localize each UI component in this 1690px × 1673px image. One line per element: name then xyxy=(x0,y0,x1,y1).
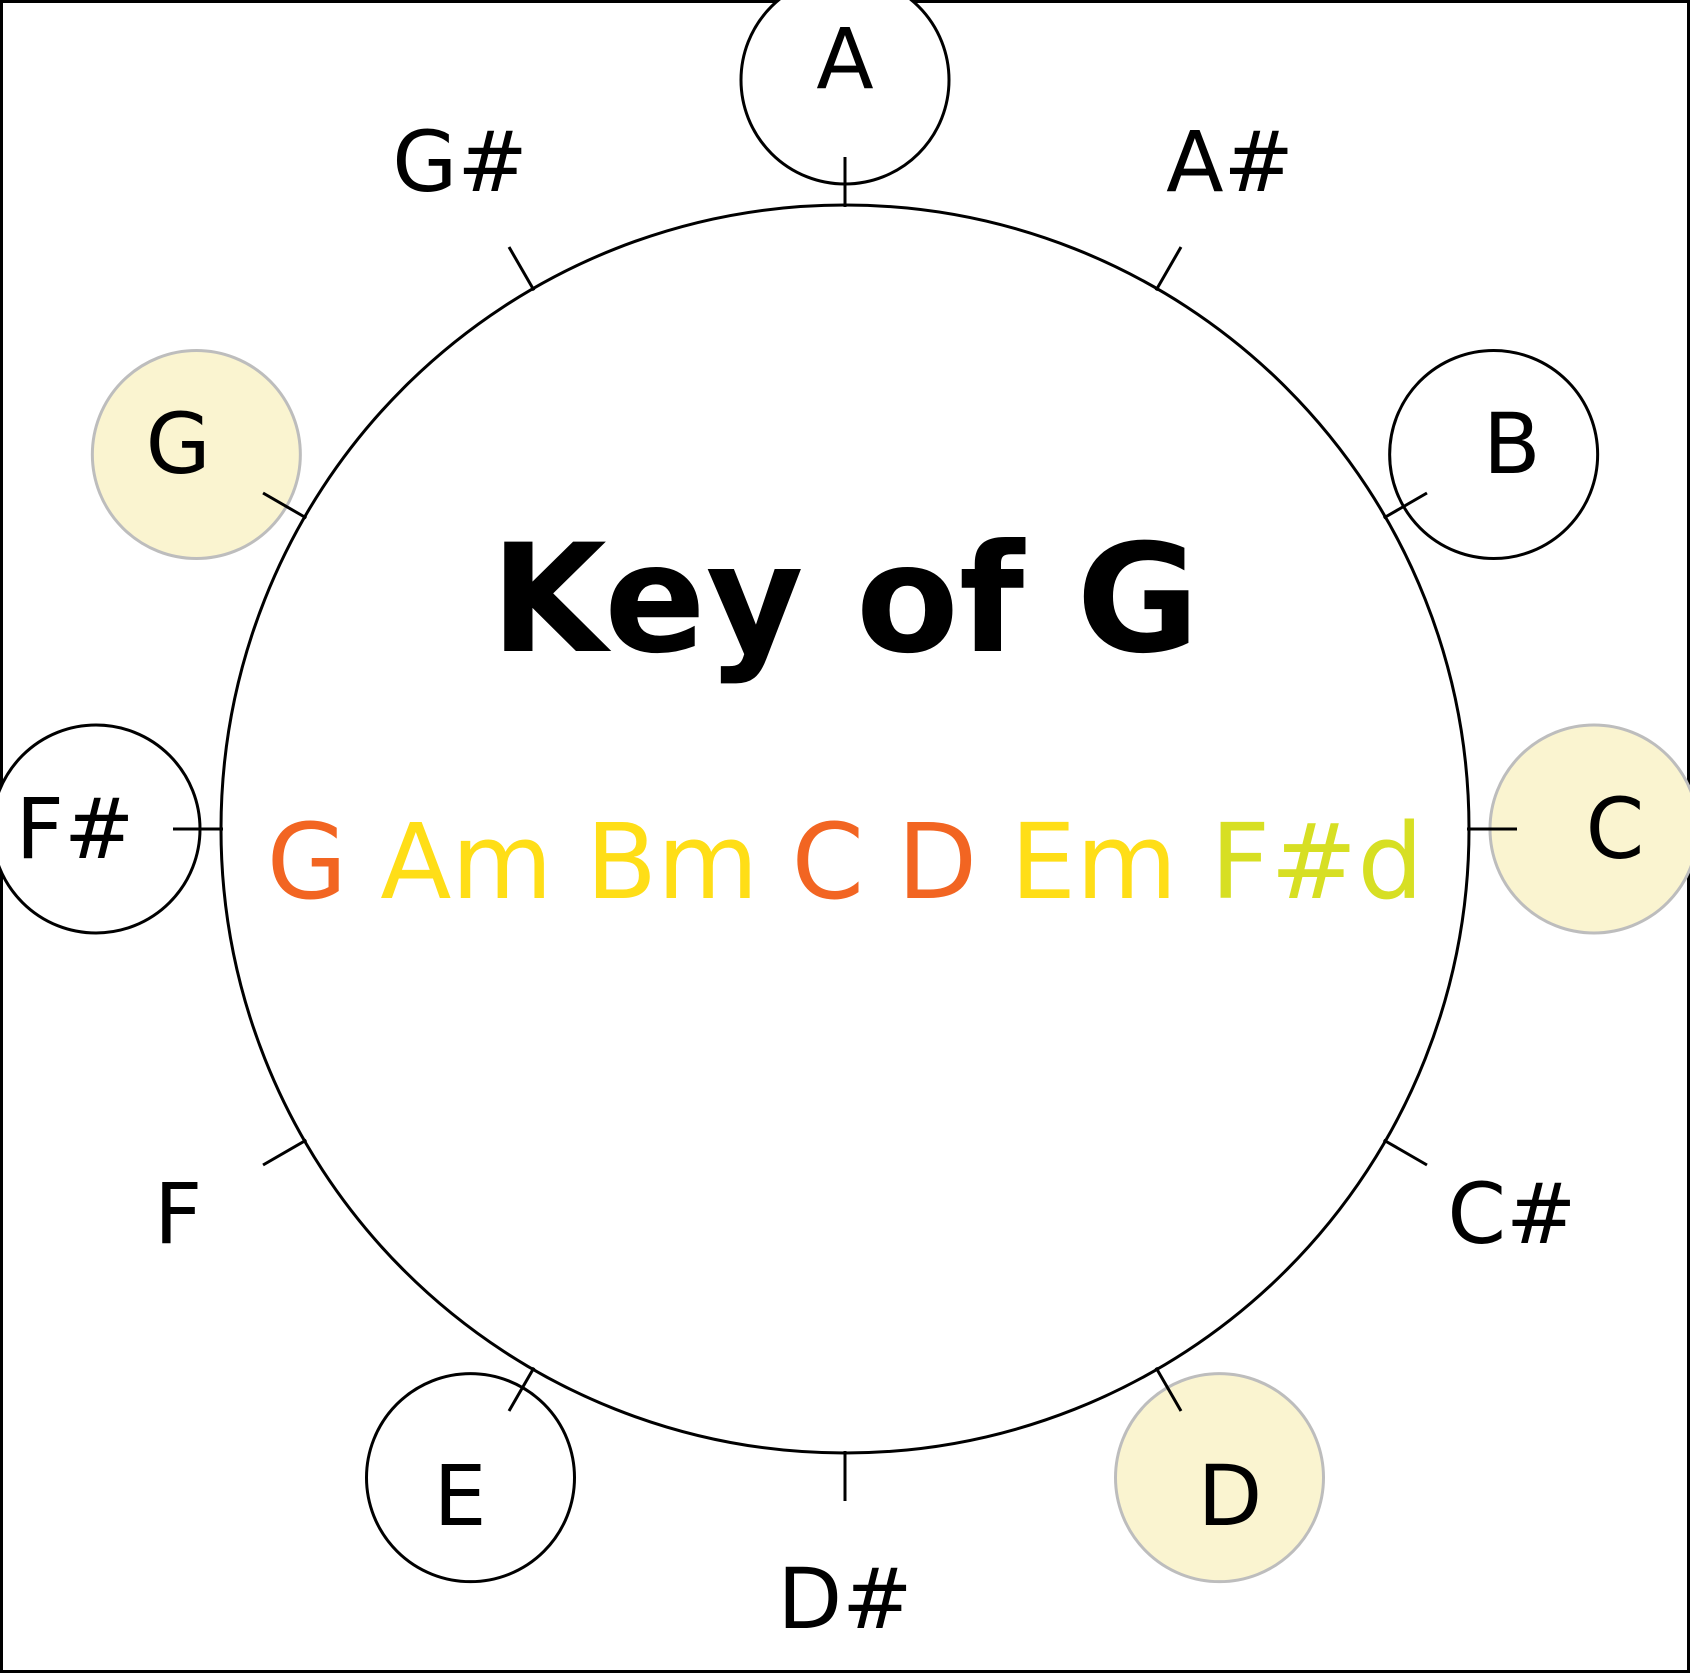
note-label-d-sharp: D# xyxy=(777,1550,912,1648)
note-label-c: C xyxy=(1586,780,1645,878)
chord-1: G xyxy=(267,801,348,923)
note-marker-b xyxy=(1388,349,1600,560)
tick-a-sharp xyxy=(1154,246,1183,292)
tick-g xyxy=(262,491,308,520)
tick-d xyxy=(1154,1366,1183,1412)
note-label-g-sharp: G# xyxy=(392,113,527,211)
note-label-c-sharp: C# xyxy=(1447,1165,1576,1263)
note-marker-d-highlighted xyxy=(1114,1372,1325,1584)
note-label-e: E xyxy=(433,1447,486,1545)
tick-g-sharp xyxy=(507,246,536,292)
chord-4: C xyxy=(758,801,864,923)
note-label-d: D xyxy=(1198,1447,1263,1545)
note-label-a-sharp: A# xyxy=(1166,113,1294,211)
note-marker-e xyxy=(365,1372,576,1584)
chord-2: Am xyxy=(347,801,553,923)
chord-7: F#d xyxy=(1177,801,1423,923)
note-markers xyxy=(0,0,1690,1584)
chord-6: Em xyxy=(977,801,1177,923)
chord-3: Bm xyxy=(553,801,759,923)
note-labels: A A# B C C# D D# E F F# G G# xyxy=(16,10,1645,1648)
tick-b xyxy=(1382,491,1428,520)
note-ticks xyxy=(173,157,1517,1501)
note-marker-g-highlighted xyxy=(90,349,302,560)
note-label-f-sharp: F# xyxy=(16,780,135,878)
note-label-g: G xyxy=(146,395,211,493)
diagram-title: Key of G xyxy=(491,513,1200,687)
tick-f xyxy=(262,1138,308,1167)
note-label-b: B xyxy=(1483,395,1541,493)
tick-c-sharp xyxy=(1382,1138,1428,1167)
note-label-a: A xyxy=(816,10,873,108)
chord-list: G Am Bm C D Em F#d xyxy=(267,801,1424,923)
tick-e xyxy=(507,1366,536,1412)
note-label-f: F xyxy=(154,1165,202,1263)
chord-5: D xyxy=(864,801,977,923)
